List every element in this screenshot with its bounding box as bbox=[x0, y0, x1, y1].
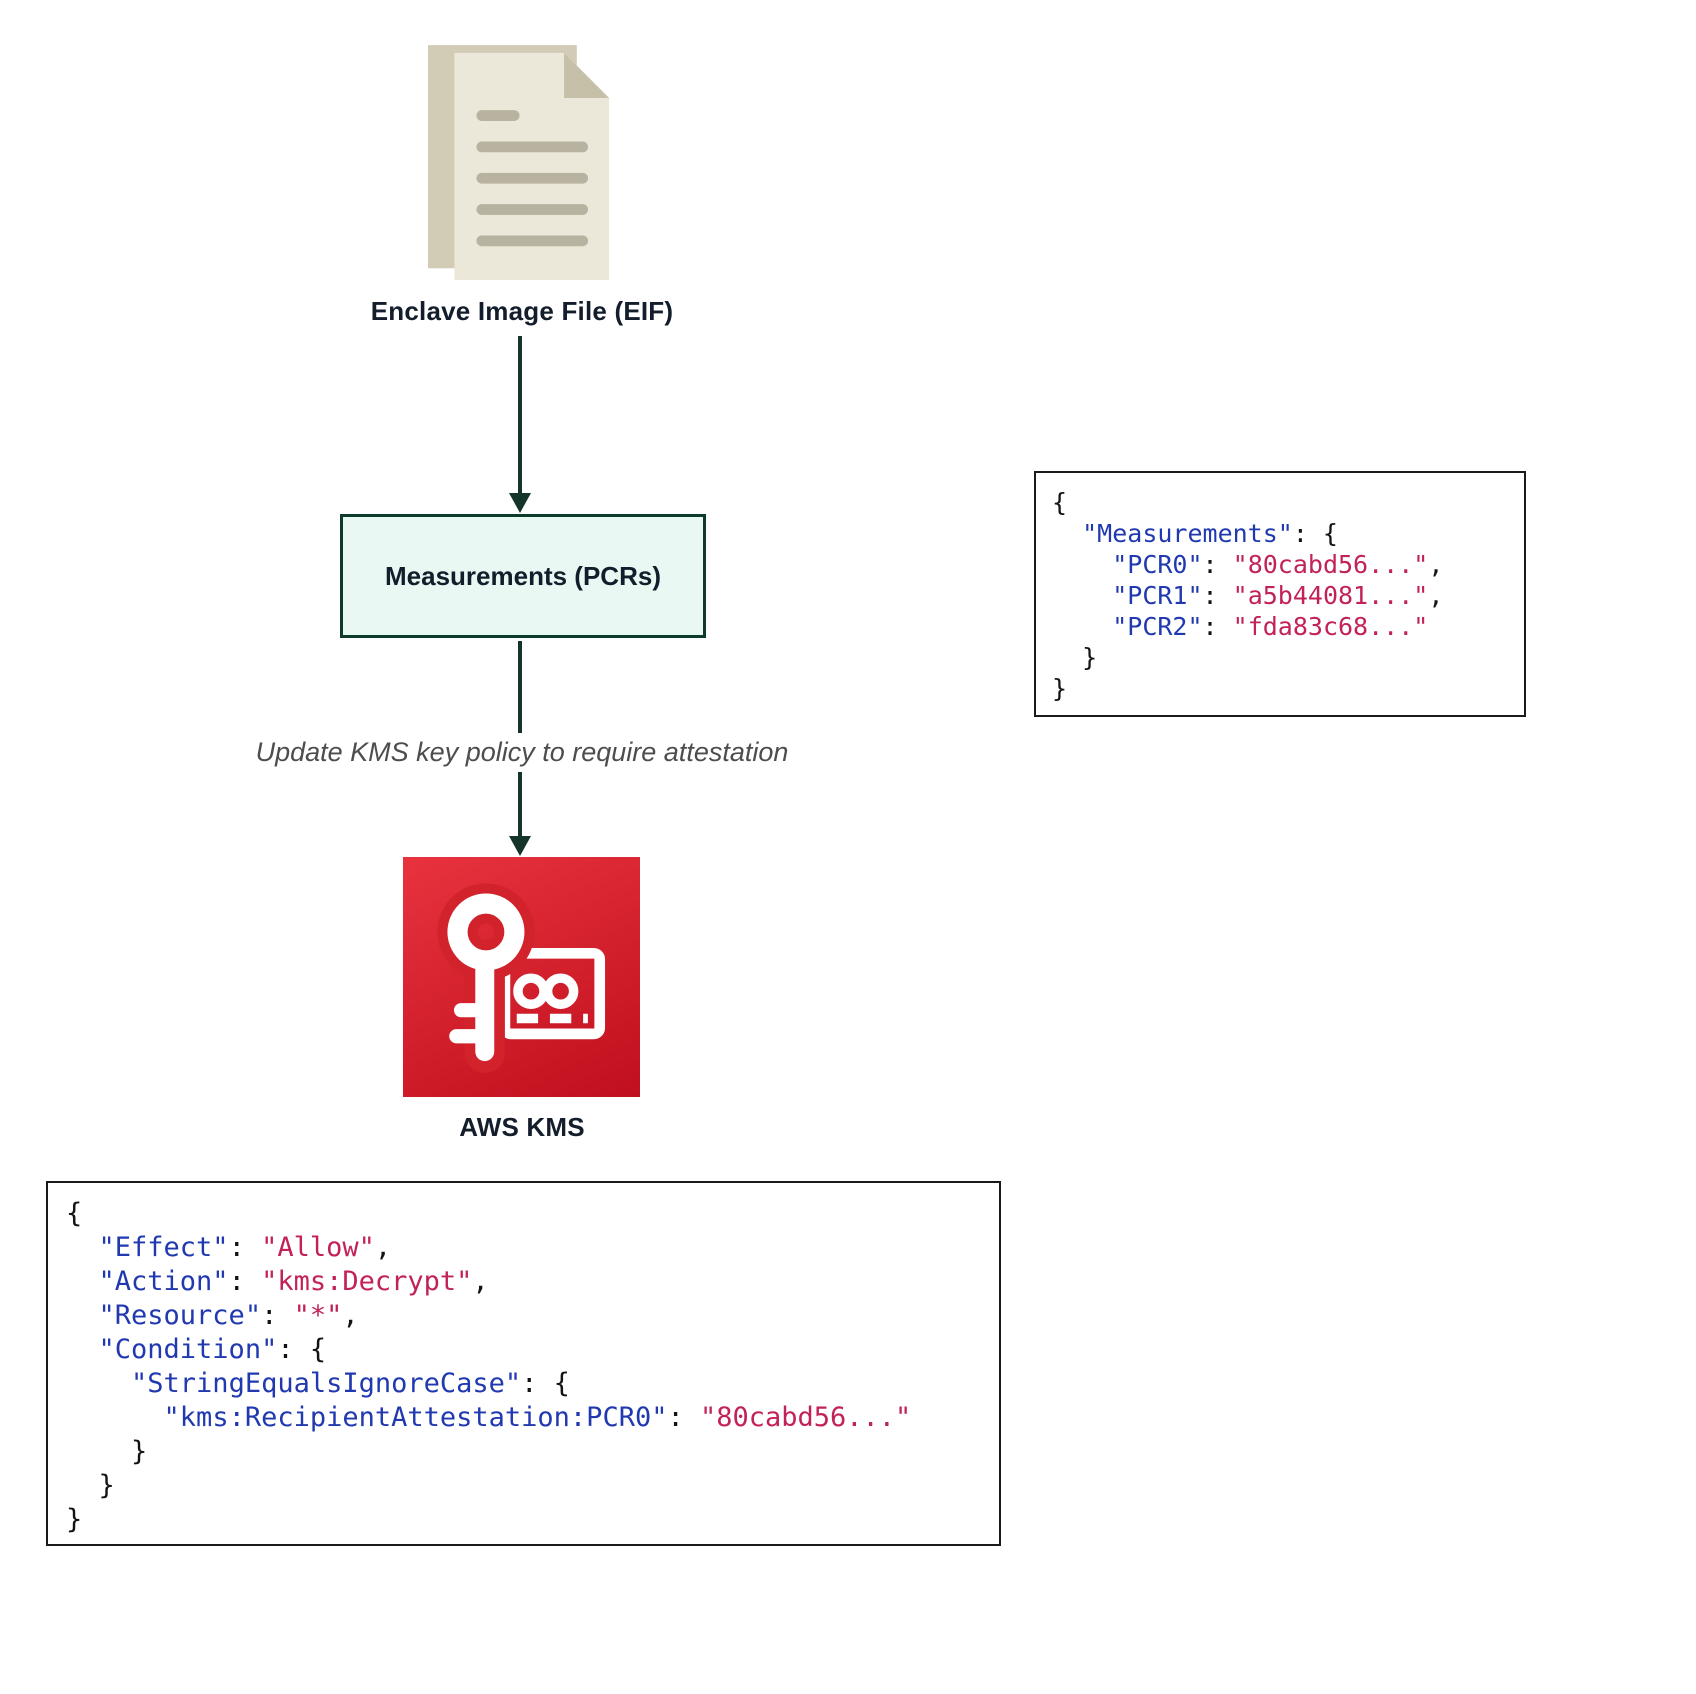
code-line: "kms:RecipientAttestation:PCR0": "80cabd… bbox=[163, 1402, 912, 1433]
arrow-caption: Update KMS key policy to require attesta… bbox=[222, 733, 822, 772]
code-line: { bbox=[1052, 488, 1068, 517]
code-line: } bbox=[66, 1470, 115, 1501]
kms-label: AWS KMS bbox=[459, 1112, 585, 1142]
arrow-line bbox=[518, 336, 522, 495]
document-icon bbox=[428, 45, 614, 285]
kms-policy-json-code: { "Effect": "Allow", "Action": "kms:Decr… bbox=[46, 1181, 1001, 1546]
code-line: "StringEqualsIgnoreCase": { bbox=[131, 1368, 570, 1399]
aws-kms-icon bbox=[403, 857, 640, 1097]
code-line: } bbox=[66, 1504, 83, 1535]
arrow-head-icon bbox=[509, 836, 531, 856]
measurements-json-code: { "Measurements": { "PCR0": "80cabd56...… bbox=[1034, 471, 1526, 717]
arrow-eif-to-measurements bbox=[509, 336, 531, 513]
measurements-label: Measurements (PCRs) bbox=[385, 560, 661, 591]
code-line: "Action": "kms:Decrypt", bbox=[98, 1266, 489, 1297]
code-line: "PCR2": "fda83c68..." bbox=[1112, 612, 1429, 641]
code-line: "Measurements": { bbox=[1082, 519, 1338, 548]
code-line: { bbox=[66, 1198, 83, 1229]
eif-label: Enclave Image File (EIF) bbox=[370, 296, 674, 326]
code-line: "PCR1": "a5b44081...", bbox=[1112, 581, 1444, 610]
code-line: "Resource": "*", bbox=[98, 1300, 359, 1331]
code-line: "Condition": { bbox=[98, 1334, 327, 1365]
code-line: "Effect": "Allow", bbox=[98, 1232, 392, 1263]
code-line: } bbox=[66, 1436, 148, 1467]
measurements-node: Measurements (PCRs) bbox=[340, 514, 706, 638]
code-line: } bbox=[1052, 643, 1098, 672]
code-line: "PCR0": "80cabd56...", bbox=[1112, 550, 1444, 579]
arrow-head-icon bbox=[509, 493, 531, 513]
code-line: } bbox=[1052, 674, 1068, 703]
